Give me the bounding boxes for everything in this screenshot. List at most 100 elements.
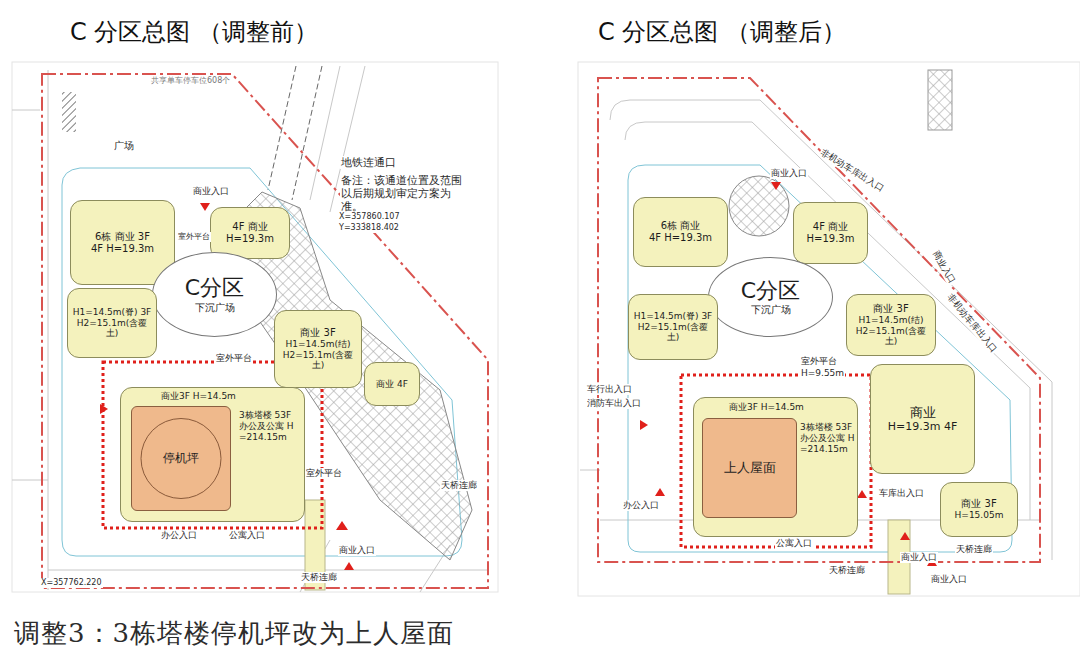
hatched-strip (62, 92, 76, 132)
node-label: 商业 (910, 405, 936, 421)
building-block: H1=14.5m(脊) 3FH2=15.1m(含覆土) (628, 294, 718, 360)
node-label: 商业 3F (961, 498, 996, 510)
plan-annotation: 非机动车库出入口 (818, 146, 886, 194)
node-label: 上人屋面 (724, 460, 776, 476)
plan-annotation: 天桥连廊 (440, 480, 478, 491)
plan-annotation: X=357762.220 (40, 578, 103, 588)
left-plan (12, 62, 498, 592)
plan-annotation: 天桥连廊 (300, 572, 338, 583)
site-boundary (42, 74, 488, 588)
node-label: 商业3F H=14.5m (729, 402, 804, 413)
node-label: 6栋 商业 (661, 220, 701, 232)
plan-panel: C 分区总图 （调整前）6栋 商业 3F4F H=19.3m4F 商业H=19.… (12, 62, 498, 592)
node-label: 4F 商业 (813, 221, 848, 233)
node-label: 4F H=19.3m (91, 243, 154, 255)
plan-annotation: 室外平台 (177, 232, 211, 242)
building-block: 6栋 商业4F H=19.3m (633, 197, 728, 267)
plan-annotation: 商业入口 (930, 574, 968, 585)
plan-annotation: 非机动车库出入口 (944, 292, 1000, 356)
sunken-plaza: C分区下沉广场 (708, 257, 833, 337)
node-label: H=15.05m (955, 510, 1004, 521)
building-block: 6栋 商业 3F4F H=19.3m (70, 200, 175, 285)
plan-annotation: X=357860.107 (338, 212, 401, 222)
node-label: 停机坪 (163, 451, 199, 465)
node-label: 3栋塔楼 53F 办公及公寓 H=214.15m (239, 410, 301, 442)
plan-annotation: 备注：该通道位置及范围以后期规划审定方案为准。 (340, 174, 472, 214)
road-line (12, 66, 488, 592)
plan-annotation: 商业入口 (192, 186, 230, 197)
building-block: 商业 3FH1=14.5m(结)H2=15.1m(含覆土) (274, 310, 362, 388)
node-label: H2=15.1m(含覆土) (632, 322, 714, 344)
plan-annotation: 商业入口 (930, 248, 958, 286)
plan-annotation: 商业入口 (770, 168, 808, 179)
node-label: C分区 (185, 275, 244, 301)
plan-annotation: 办公入口 (160, 530, 198, 541)
node-label: 下沉广场 (195, 302, 235, 314)
node-label: H1=14.5m(脊) 3F (634, 311, 713, 322)
plan-annotation: 天桥连廊 (955, 544, 993, 555)
node-label: 下沉广场 (751, 304, 791, 316)
plan-annotation: 车库出入口 (878, 488, 925, 499)
tower-podium: 商业3F H=14.5m 3栋塔楼 53F 办公及公寓 H=214.15m 上人屋面 (693, 397, 858, 537)
node-label: 商业 3F (300, 327, 335, 339)
plan-title: C 分区总图 （调整前） (70, 18, 318, 47)
plan-sheet (12, 62, 498, 592)
plan-title: C 分区总图 （调整后） (598, 18, 846, 47)
tower-podium: 商业3F H=14.5m3栋塔楼 53F 办公及公寓 H=214.15m 停机坪 (120, 387, 305, 522)
sunken-plaza: C分区下沉广场 (152, 252, 277, 337)
plan-annotation: 商业入口 (900, 552, 938, 563)
highlight-box (103, 362, 322, 528)
helipad: 停机坪 (131, 406, 231, 511)
node-label: H=19.3m 4F (888, 420, 958, 433)
node-label: H1=14.5m(结) (286, 339, 351, 350)
plan-annotation: 商业入口 (338, 545, 376, 556)
building-block: 商业H=19.3m 4F (870, 364, 975, 474)
node-label: H=19.3m (807, 233, 855, 245)
plan-annotation: 天桥连廊 (828, 565, 866, 576)
plan-annotation: 公寓入口 (775, 538, 813, 549)
node-label: H=19.3m (226, 233, 274, 245)
building-block: 商业 3FH=15.05m (940, 482, 1018, 537)
building-block: 商业 4F (364, 362, 420, 406)
slide-caption: 调整3：3栋塔楼停机坪改为上人屋面 (14, 618, 454, 649)
building-block: 4F 商业H=19.3m (210, 207, 290, 259)
node-label: H1=14.5m(脊) 3F (73, 307, 152, 318)
node-label: 商业 4F (376, 379, 408, 390)
building-block: 4F 商业H=19.3m (793, 202, 868, 264)
node-label: H2=15.1m(含覆土) (850, 326, 932, 348)
building-block: H1=14.5m(脊) 3FH2=15.1m(含覆土) (67, 288, 157, 358)
node-label: 商业3F H=14.5m (161, 391, 236, 402)
node-label: H2=15.1m(含覆土) (278, 350, 358, 372)
node-label: 3栋塔楼 53F 办公及公寓 H=214.15m (800, 422, 856, 454)
node-label: 6栋 商业 3F (95, 231, 150, 243)
plan-annotation: 地铁连通口 (340, 156, 397, 169)
plan-annotation: 室外平台 (305, 468, 343, 479)
node-label: 4F H=19.3m (649, 232, 712, 244)
node-label: H2=15.1m(含覆土) (71, 318, 153, 340)
plan-annotation: 公寓入口 (228, 530, 266, 541)
roof-terrace: 上人屋面 (702, 418, 797, 518)
site-boundary (598, 78, 1040, 562)
plan-annotation: 消防车出入口 (586, 398, 642, 409)
plan-panel: C 分区总图 （调整后）6栋 商业4F H=19.3m4F 商业H=19.3mC… (578, 62, 1080, 596)
plan-annotation: 广场 (113, 140, 135, 152)
plan-annotation: 办公入口 (622, 500, 660, 511)
plan-annotation: H=9.55m (800, 368, 845, 379)
subway-corridor (268, 66, 322, 200)
node-label: 商业 3F (873, 303, 908, 315)
existing-building (928, 70, 952, 130)
node-label: H1=14.5m(结) (859, 315, 924, 326)
plan-annotation: 室外平台 (800, 356, 838, 367)
node-label: C分区 (741, 278, 800, 304)
node-label: 4F 商业 (232, 221, 267, 233)
plan-sheet (578, 62, 1080, 596)
plan-annotation: 共享单车停车位608个 (150, 76, 231, 86)
building-block: 商业 3FH1=14.5m(结)H2=15.1m(含覆土) (846, 294, 936, 356)
highlight-box (681, 375, 871, 547)
plan-annotation: Y=333818.402 (338, 223, 400, 233)
subway-entrance (729, 176, 789, 236)
plan-annotation: 车行出入口 (586, 384, 633, 395)
right-plan (578, 62, 1080, 596)
road-line (580, 100, 1052, 560)
